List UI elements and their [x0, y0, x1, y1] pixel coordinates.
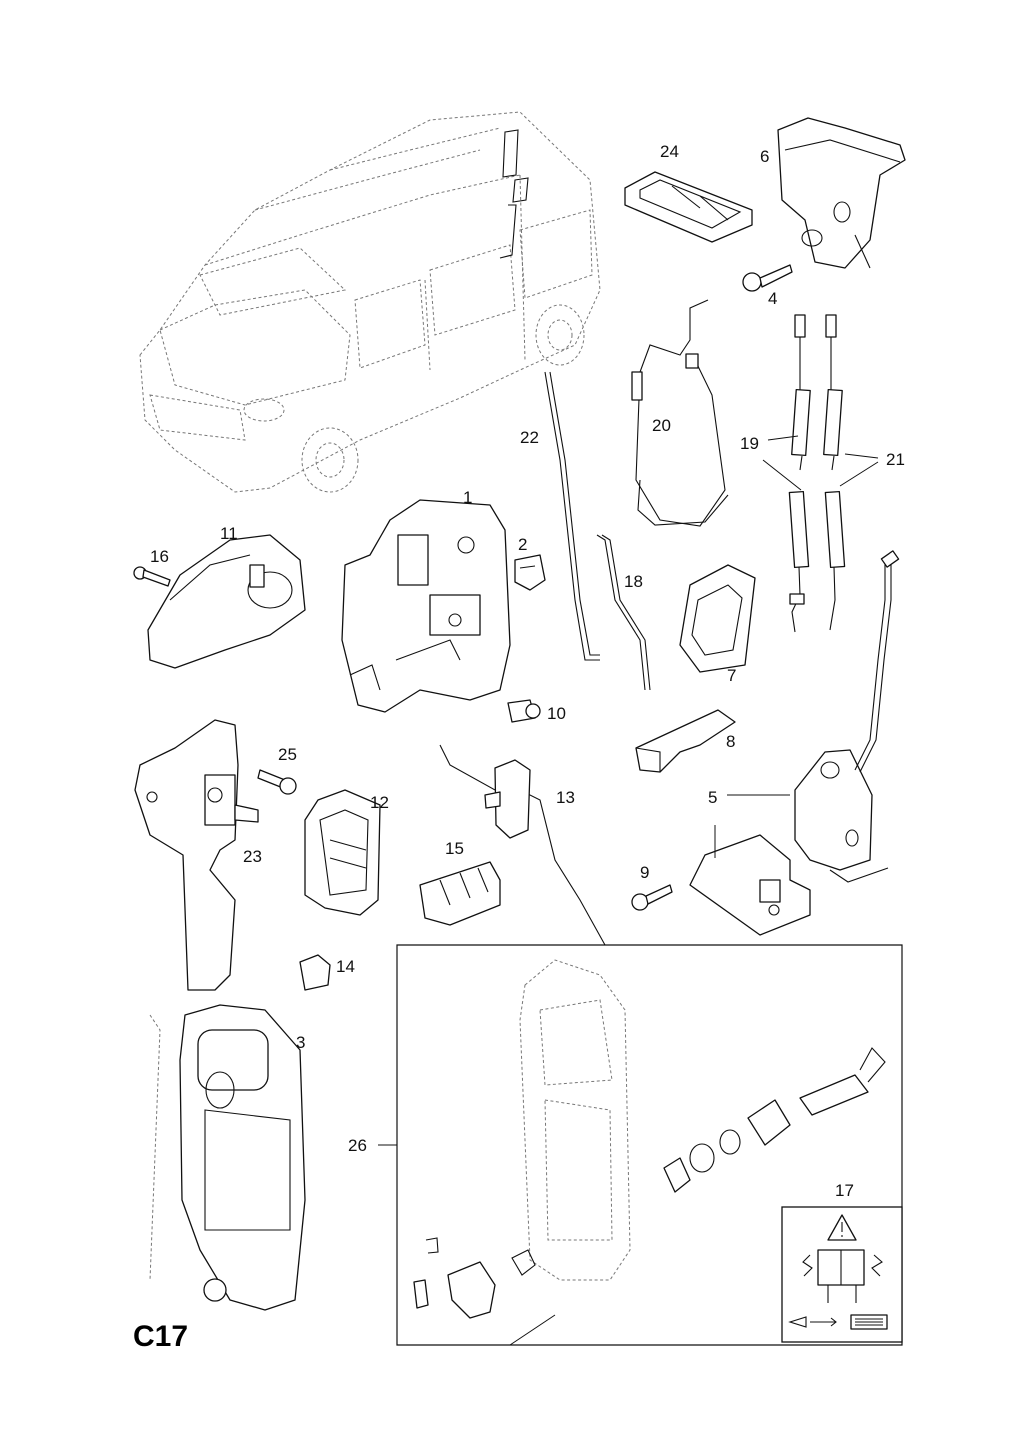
callout-13: 13 — [556, 788, 575, 807]
part-19-21 — [762, 314, 879, 633]
callout-4: 4 — [768, 289, 777, 308]
callout-11: 11 — [220, 524, 238, 543]
callout-10: 10 — [547, 704, 566, 723]
part-6 — [777, 117, 906, 269]
callout-9: 9 — [640, 863, 649, 882]
vehicle-outline — [139, 111, 601, 493]
part-3 — [149, 1004, 306, 1311]
part-8 — [635, 709, 736, 773]
actuator-bracket — [689, 834, 811, 936]
part-11 — [147, 534, 306, 669]
part-20 — [631, 299, 729, 527]
part-4 — [742, 264, 793, 292]
part-16 — [133, 566, 171, 587]
callout-12: 12 — [370, 793, 389, 812]
callout-17: 17 — [835, 1181, 854, 1200]
part-14 — [299, 954, 331, 991]
callout-1: 1 — [463, 488, 472, 507]
callout-24: 24 — [660, 142, 679, 161]
part-25 — [257, 769, 297, 795]
part-7 — [679, 564, 756, 673]
part-18 — [596, 534, 651, 691]
part-13 — [439, 744, 606, 946]
part-1 — [341, 499, 511, 713]
callout-20: 20 — [652, 416, 671, 435]
page-code: C17 — [133, 1320, 188, 1353]
part-12 — [304, 789, 381, 916]
part-17-label — [781, 1206, 903, 1343]
callout-6: 6 — [760, 147, 769, 166]
part-23 — [134, 719, 259, 991]
callout-14: 14 — [336, 957, 355, 976]
callout-22: 22 — [520, 428, 539, 447]
leader-lines — [378, 794, 790, 1346]
part-10 — [507, 699, 541, 723]
part-22 — [544, 371, 600, 661]
callout-15: 15 — [445, 839, 464, 858]
part-2 — [514, 554, 546, 591]
part-26-frame — [396, 944, 903, 1346]
arrow-right-icon — [788, 1316, 837, 1328]
callout-18: 18 — [624, 572, 643, 591]
callout-5: 5 — [708, 788, 717, 807]
part-9 — [631, 884, 673, 911]
callout-19: 19 — [740, 434, 759, 453]
callout-7: 7 — [727, 666, 736, 685]
callout-2: 2 — [518, 535, 527, 554]
part-5 — [794, 550, 900, 883]
callout-26: 26 — [348, 1136, 367, 1155]
callout-8: 8 — [726, 732, 735, 751]
callout-3: 3 — [296, 1033, 305, 1052]
callout-labels: 1 2 3 4 5 6 7 8 9 10 11 12 13 14 15 16 1… — [150, 142, 905, 1200]
callout-16: 16 — [150, 547, 169, 566]
callout-21: 21 — [886, 450, 905, 469]
part-24 — [624, 171, 753, 243]
callout-23: 23 — [243, 847, 262, 866]
part-15 — [419, 861, 501, 926]
callout-25: 25 — [278, 745, 297, 764]
